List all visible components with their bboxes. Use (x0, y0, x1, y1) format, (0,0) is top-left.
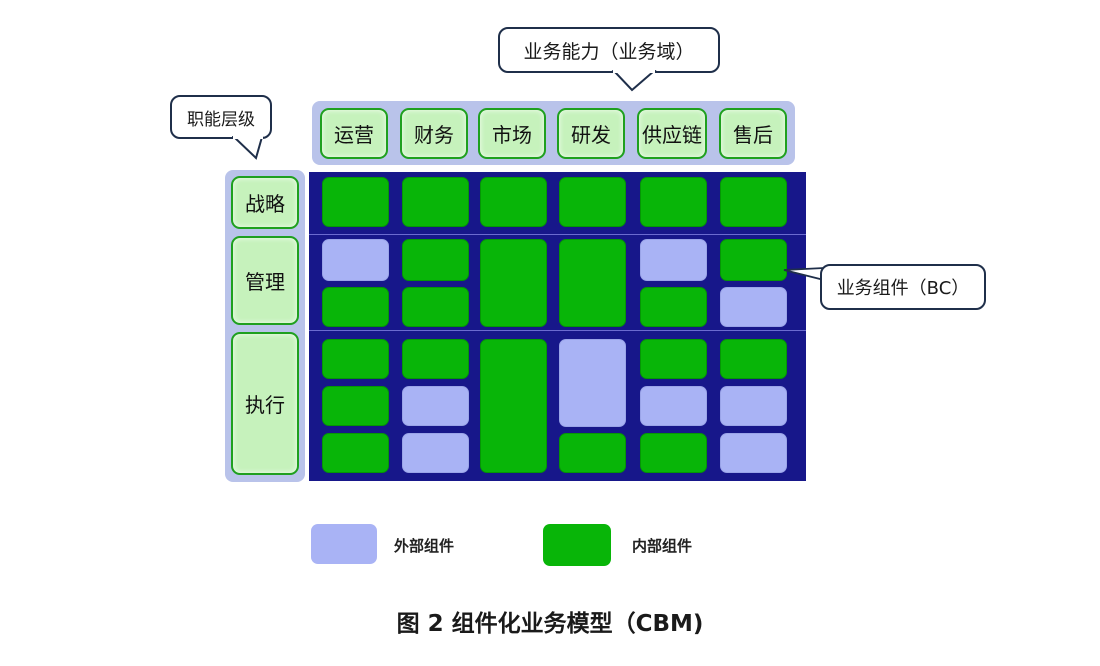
component-internal (559, 239, 626, 327)
component-external (720, 433, 787, 473)
business-component-callout: 业务组件（BC） (820, 264, 986, 310)
function-level-label: 职能层级 (187, 109, 255, 130)
component-internal (322, 287, 389, 327)
component-external (720, 287, 787, 327)
component-external (322, 239, 389, 281)
domain-operations: 运营 (320, 108, 388, 159)
business-component-pointer (783, 267, 825, 281)
legend-internal-label: 内部组件 (632, 537, 693, 555)
domain-rnd: 研发 (557, 108, 625, 159)
component-external (640, 386, 707, 426)
figure-caption: 图 2 组件化业务模型（CBM) (396, 611, 704, 637)
component-internal (322, 386, 389, 426)
function-level-callout-tail (232, 136, 264, 160)
component-internal (402, 239, 469, 281)
grid-separator-2 (309, 330, 806, 331)
component-internal (640, 339, 707, 379)
component-internal (480, 239, 547, 327)
component-internal (402, 287, 469, 327)
component-external (402, 433, 469, 473)
domain-finance: 财务 (400, 108, 468, 159)
component-internal (640, 287, 707, 327)
level-management: 管理 (231, 236, 299, 325)
component-external (640, 239, 707, 281)
legend-internal-swatch (543, 524, 611, 566)
component-internal (480, 177, 547, 227)
level-strategy: 战略 (231, 176, 299, 229)
component-internal (720, 177, 787, 227)
component-external (402, 386, 469, 426)
component-internal (559, 177, 626, 227)
grid-separator-1 (309, 234, 806, 235)
business-component-label: 业务组件（BC） (836, 278, 970, 299)
component-internal (402, 339, 469, 379)
level-execution: 执行 (231, 332, 299, 475)
domain-after-sales: 售后 (719, 108, 787, 159)
component-internal (402, 177, 469, 227)
business-domain-strip (312, 101, 795, 165)
component-internal (322, 433, 389, 473)
component-internal (322, 339, 389, 379)
domain-marketing: 市场 (478, 108, 546, 159)
component-internal (559, 433, 626, 473)
component-internal (640, 433, 707, 473)
legend-external-swatch (311, 524, 377, 564)
legend-external-label: 外部组件 (394, 537, 455, 555)
function-level-callout: 职能层级 (170, 95, 272, 139)
component-internal (322, 177, 389, 227)
component-internal (720, 339, 787, 379)
business-capability-label: 业务能力（业务域） (523, 40, 695, 63)
component-internal (640, 177, 707, 227)
component-external (720, 386, 787, 426)
business-capability-callout-tail (611, 70, 657, 92)
component-internal (720, 239, 787, 281)
business-capability-callout: 业务能力（业务域） (498, 27, 720, 73)
component-external (559, 339, 626, 427)
component-internal (480, 339, 547, 473)
domain-supply-chain: 供应链 (637, 108, 707, 159)
